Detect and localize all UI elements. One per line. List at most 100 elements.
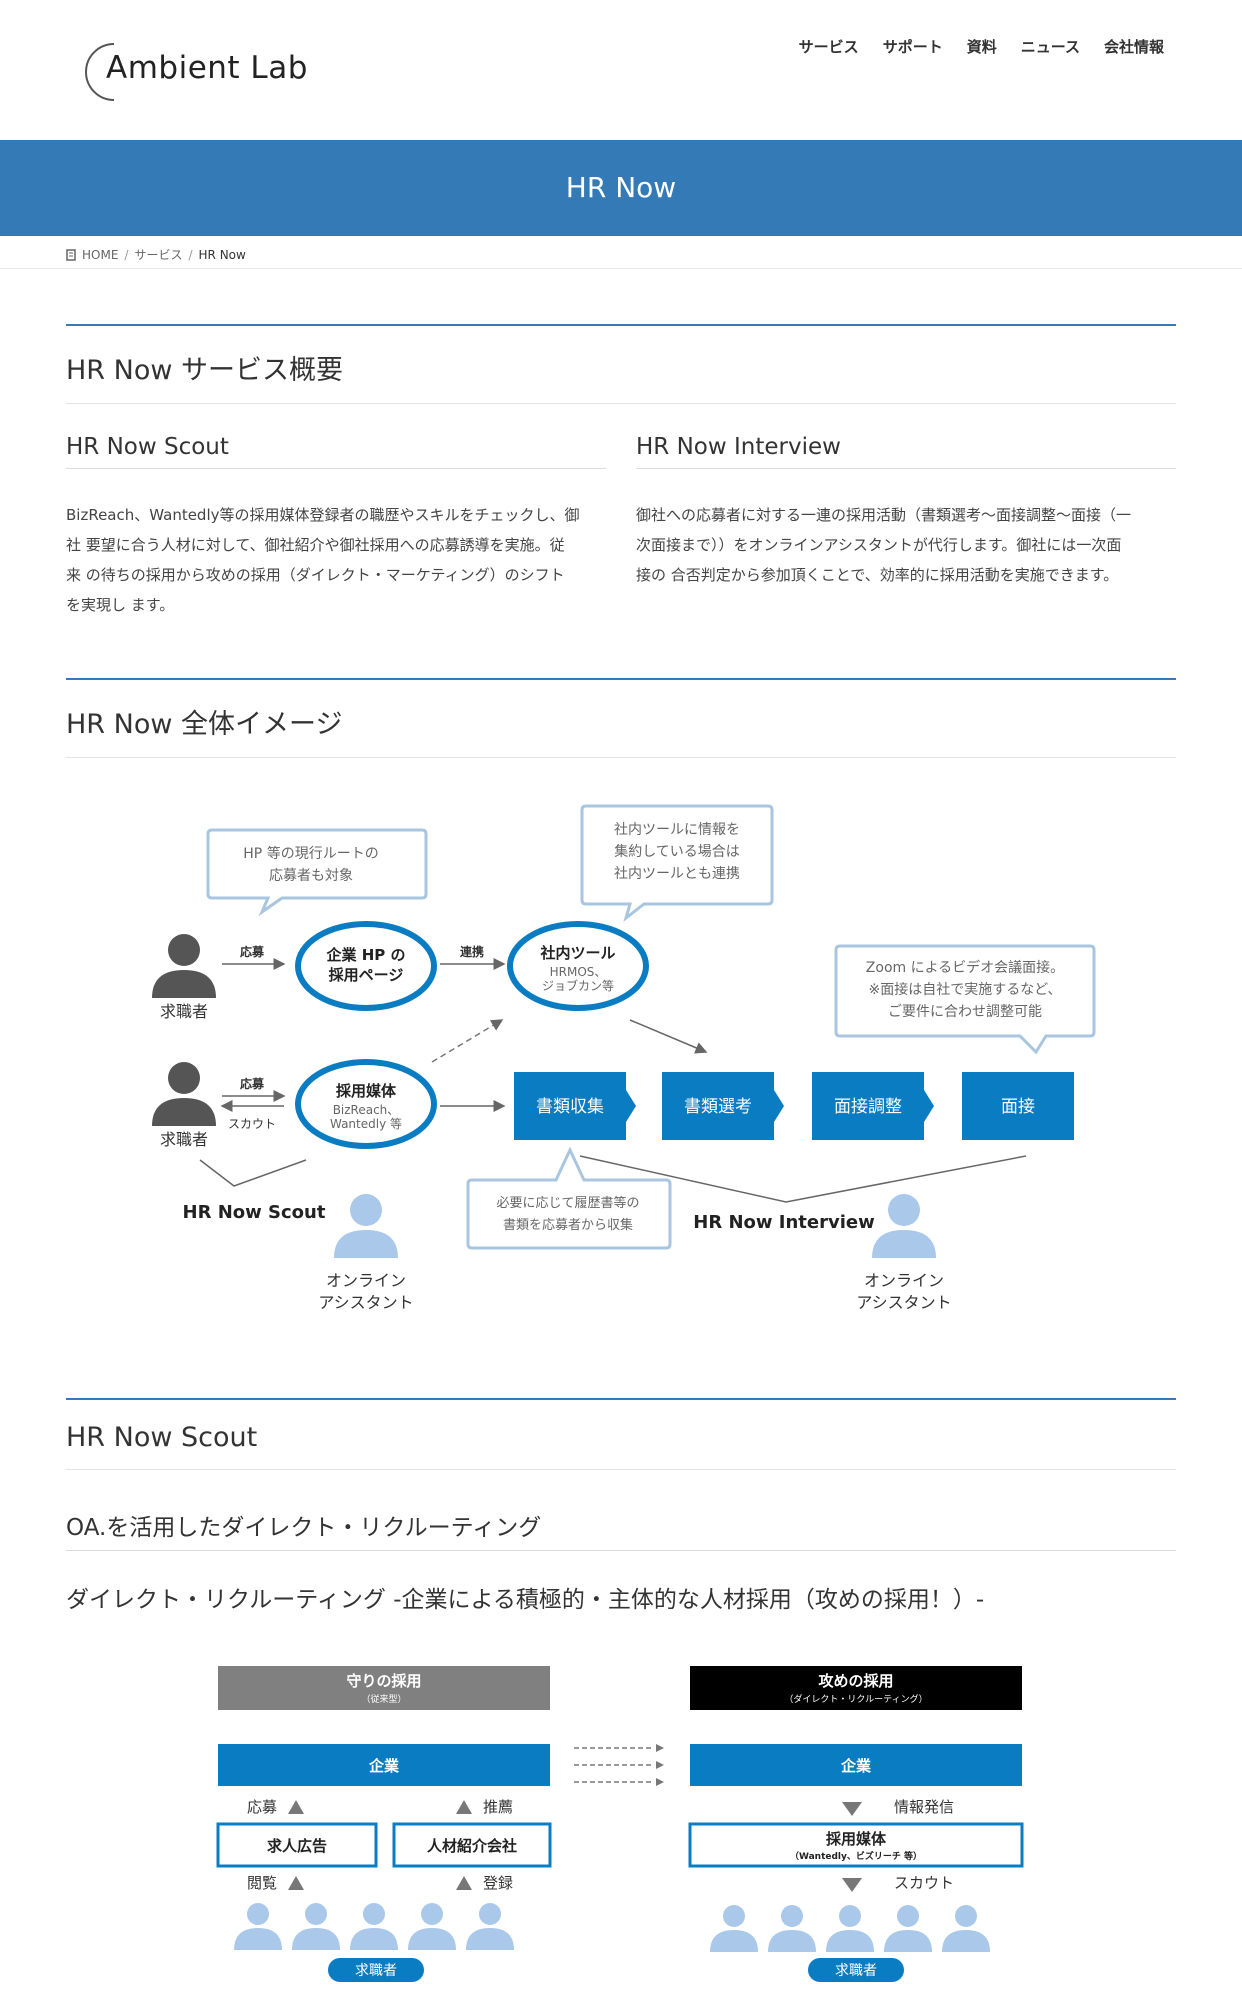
callout-text: ※面接は自社で実施するなど、 <box>868 981 1061 998</box>
image-heading: HR Now 全体イメージ <box>66 680 1176 758</box>
scout-label: スカウト <box>894 1874 954 1892</box>
page-title: HR Now <box>565 171 677 204</box>
nav-item-news[interactable]: ニュース <box>1020 38 1080 56</box>
node-text: HRMOS、 <box>550 965 607 979</box>
breadcrumb-current: HR Now <box>198 247 246 262</box>
triangle-up-icon <box>456 1876 472 1890</box>
callout-text: HP 等の現行ルートの <box>243 845 378 862</box>
breadcrumb-separator: / <box>188 247 193 262</box>
callout-text: 社内ツールに情報を <box>614 822 740 838</box>
recruit-media-node <box>295 1059 437 1149</box>
callout-hp: HP 等の現行ルートの 応募者も対象 <box>206 828 428 917</box>
hp-page-node <box>295 921 437 1011</box>
job-ad-label: 求人広告 <box>267 1837 327 1855</box>
nav-item-company[interactable]: 会社情報 <box>1103 38 1164 56</box>
person-icon <box>152 934 216 998</box>
logo[interactable]: Ambient Lab <box>76 40 316 104</box>
interview-title: HR Now Interview <box>693 1212 874 1233</box>
register-label: 登録 <box>483 1874 513 1892</box>
callout-text: 書類を応募者から収集 <box>503 1217 633 1233</box>
seeker-group-right <box>710 1905 990 1952</box>
text-line: 次面接まで））をオンラインアシスタントが代行します。御社には一次面 <box>636 536 1122 554</box>
seeker-label: 求職者 <box>160 1002 208 1021</box>
interview-description: 御社への応募者に対する一連の採用活動（書類選考〜面接調整〜面接（一 次面接まで）… <box>636 500 1196 590</box>
triangle-down-icon <box>842 1802 862 1816</box>
breadcrumb-separator: / <box>124 247 129 262</box>
node-text: 採用媒体 <box>336 1082 397 1100</box>
step-label: 面接 <box>1001 1097 1035 1117</box>
nav-item-support[interactable]: サポート <box>882 38 943 56</box>
offensive-header: 攻めの採用 <box>818 1672 893 1690</box>
step-interview-schedule: 面接調整 <box>812 1072 934 1140</box>
nav-item-materials[interactable]: 資料 <box>966 38 997 56</box>
info-label: 情報発信 <box>894 1798 954 1816</box>
company-bar <box>218 1744 550 1786</box>
apply-label: 応募 <box>240 944 265 959</box>
step-label: 面接調整 <box>834 1097 902 1117</box>
breadcrumb-divider <box>0 268 1242 269</box>
scout-description: BizReach、Wantedly等の採用媒体登録者の職歴やスキルをチェックし、… <box>66 500 626 620</box>
callout-zoom: Zoom によるビデオ会議面接。 ※面接は自社で実施するなど、 ご要件に合わせ調… <box>834 944 1096 1055</box>
scout-section-lead: ダイレクト・リクルーティング -企業による積極的・主体的な人材採用（攻めの採用！… <box>66 1587 985 1613</box>
assistant-label: アシスタント <box>318 1293 413 1312</box>
defensive-sub: （従来型） <box>361 1693 406 1705</box>
step-doc-collect: 書類収集 <box>514 1072 636 1140</box>
breadcrumb-home[interactable]: HOME <box>82 247 119 262</box>
company-bar <box>690 1744 1022 1786</box>
seeker-label: 求職者 <box>355 1963 397 1979</box>
step-doc-screen: 書類選考 <box>662 1072 784 1140</box>
text-line: BizReach、Wantedly等の採用媒体登録者の職歴やスキルをチェックし、… <box>66 506 580 524</box>
scout-subtitle: HR Now Scout <box>66 434 606 469</box>
apply-label: 応募 <box>247 1798 277 1816</box>
triangle-up-icon <box>456 1800 472 1814</box>
callout-text: 応募者も対象 <box>269 868 353 884</box>
link-label: 連携 <box>460 944 484 959</box>
nav-item-service[interactable]: サービス <box>798 38 859 56</box>
triangle-up-icon <box>288 1800 304 1814</box>
global-nav: サービス サポート 資料 ニュース 会社情報 <box>799 36 1164 57</box>
scout-heading: HR Now Scout <box>66 1400 1176 1470</box>
seeker-label: 求職者 <box>835 1963 877 1979</box>
assistant-icon <box>334 1194 398 1258</box>
seeker-group-left <box>234 1903 514 1950</box>
node-text: 採用ページ <box>329 966 404 984</box>
text-line: 社 要望に合う人材に対して、御社紹介や御社採用への応募誘導を実施。従 <box>66 536 565 554</box>
text-line: 接の 合否判定から参加頂くことで、効率的に採用活動を実施できます。 <box>636 566 1119 584</box>
text-line: 来 の待ちの採用から攻めの採用（ダイレクト・マーケティング）のシフト <box>66 566 565 584</box>
triangle-up-icon <box>288 1876 304 1890</box>
image-section-title: HR Now 全体イメージ <box>66 678 1176 758</box>
company-label: 企業 <box>840 1757 872 1775</box>
scout-section-title: HR Now Scout <box>66 1398 1176 1470</box>
node-text: BizReach、 <box>333 1103 400 1117</box>
seeker-pill <box>808 1958 904 1982</box>
browse-label: 閲覧 <box>247 1874 277 1892</box>
hr-now-diagram: HP 等の現行ルートの 応募者も対象 社内ツールに情報を 集約している場合は 社… <box>152 804 1096 1312</box>
scout-section-subtitle: OA.を活用したダイレクト・リクルーティング <box>66 1508 1176 1551</box>
breadcrumb-service[interactable]: サービス <box>134 248 183 262</box>
media-sub-label: （Wantedly、ビズリーチ 等） <box>790 1850 922 1862</box>
company-label: 企業 <box>368 1757 400 1775</box>
overview-heading: HR Now サービス概要 <box>66 326 1176 404</box>
apply-label: 応募 <box>240 1076 265 1091</box>
callout-text: 社内ツールとも連携 <box>614 866 740 882</box>
scout-label: スカウト <box>228 1117 276 1131</box>
triangle-down-icon <box>842 1878 862 1892</box>
assistant-label: オンライン <box>864 1271 944 1290</box>
job-ad-box <box>216 1822 378 1868</box>
person-icon <box>152 1062 216 1126</box>
logo-arc-icon <box>85 43 115 101</box>
node-text: 社内ツール <box>539 944 615 962</box>
media-box <box>688 1822 1024 1868</box>
seeker-label: 求職者 <box>160 1130 208 1149</box>
node-text: 企業 HP の <box>326 946 406 964</box>
step-label: 書類選考 <box>684 1097 752 1117</box>
site-header: Ambient Lab サービス サポート 資料 ニュース 会社情報 <box>0 0 1242 140</box>
defensive-header: 守りの採用 <box>346 1672 421 1690</box>
interview-subtitle: HR Now Interview <box>636 434 1176 469</box>
breadcrumb: HOME / サービス / HR Now <box>66 246 246 263</box>
assistant-label: オンライン <box>326 1271 406 1290</box>
media-label: 採用媒体 <box>826 1830 887 1848</box>
scout-title: HR Now Scout <box>183 1202 326 1223</box>
overview-section-title: HR Now サービス概要 <box>66 324 1176 404</box>
node-text: ジョブカン等 <box>542 978 614 993</box>
